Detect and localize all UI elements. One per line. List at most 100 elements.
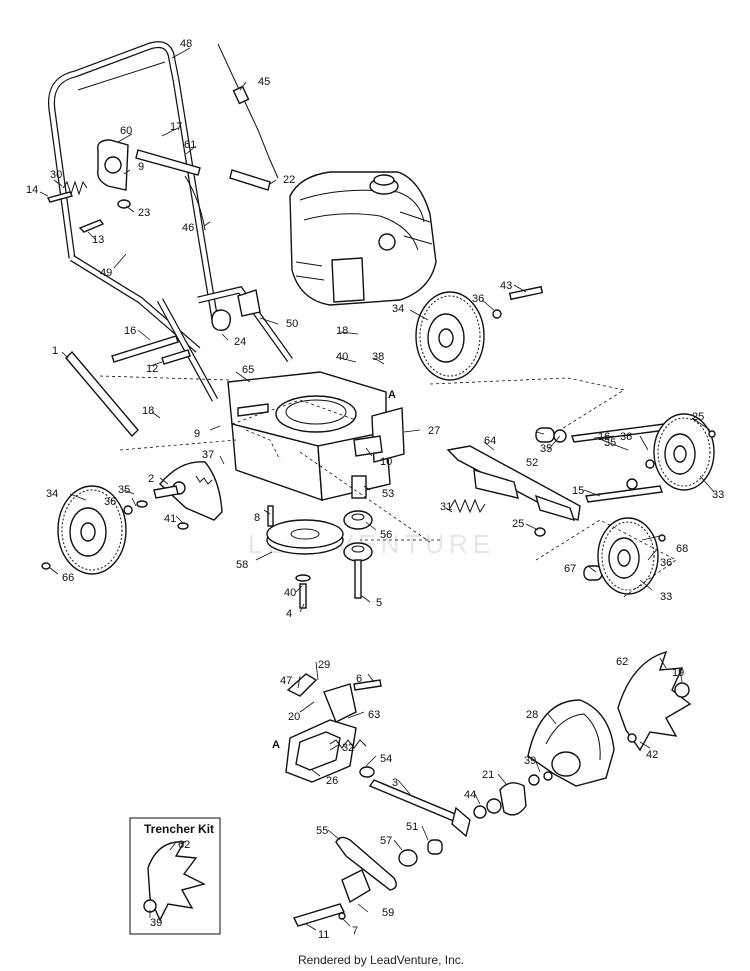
section-marker-a-upper: A xyxy=(388,389,396,401)
drive-pulleys xyxy=(177,475,373,609)
callout-30: 30 xyxy=(50,169,62,181)
callout-22: 22 xyxy=(283,174,295,186)
callout-62: 62 xyxy=(178,839,190,851)
callout-32: 32 xyxy=(342,742,354,754)
callout-48: 48 xyxy=(180,38,192,50)
callout-56: 56 xyxy=(380,529,392,541)
callout-9: 9 xyxy=(194,428,200,440)
bolt-12 xyxy=(161,349,191,365)
callout-67: 67 xyxy=(564,563,576,575)
callout-63: 63 xyxy=(368,709,380,721)
handle-assembly xyxy=(46,41,293,402)
callout-46: 46 xyxy=(182,222,194,234)
callout-24: 24 xyxy=(234,336,246,348)
callout-17: 17 xyxy=(170,121,182,133)
callout-68: 68 xyxy=(676,543,688,555)
callout-8: 8 xyxy=(254,512,260,524)
callout-44: 44 xyxy=(464,789,476,801)
callout-50: 50 xyxy=(286,318,298,330)
leader-lines xyxy=(39,47,715,931)
wheel-33-front xyxy=(535,517,677,599)
callout-60: 60 xyxy=(120,125,132,137)
callout-40: 40 xyxy=(336,351,348,363)
callout-39: 39 xyxy=(524,755,536,767)
callout-4: 4 xyxy=(286,608,292,620)
callout-58: 58 xyxy=(236,559,248,571)
callout-23: 23 xyxy=(138,207,150,219)
credit-line: Rendered by LeadVenture, Inc. xyxy=(298,953,464,967)
throttle-cable xyxy=(217,43,279,191)
callout-12: 12 xyxy=(146,363,158,375)
callout-35: 35 xyxy=(604,437,616,449)
deck xyxy=(227,371,405,502)
callout-39: 39 xyxy=(150,917,162,929)
trencher-kit-inset xyxy=(129,817,221,935)
callout-25: 25 xyxy=(692,411,704,423)
callout-65: 65 xyxy=(242,364,254,376)
callout-36: 36 xyxy=(660,557,672,569)
callout-64: 64 xyxy=(484,435,496,447)
callout-33: 33 xyxy=(660,591,672,603)
callout-42: 42 xyxy=(646,749,658,761)
callout-21: 21 xyxy=(482,769,494,781)
callout-19: 19 xyxy=(672,667,684,679)
callout-37: 37 xyxy=(202,449,214,461)
callout-51: 51 xyxy=(406,821,418,833)
callout-35: 35 xyxy=(118,484,130,496)
callout-18: 18 xyxy=(336,325,348,337)
callout-34: 34 xyxy=(392,303,404,315)
trencher-kit-title: Trencher Kit xyxy=(144,822,214,836)
callout-20: 20 xyxy=(288,711,300,723)
callout-52: 52 xyxy=(526,457,538,469)
callout-13: 13 xyxy=(92,234,104,246)
callout-61: 61 xyxy=(184,139,196,151)
callout-38: 38 xyxy=(372,351,384,363)
section-marker-a-lower: A xyxy=(272,739,280,751)
callout-43: 43 xyxy=(500,280,512,292)
callout-49: 49 xyxy=(100,267,112,279)
callout-36: 36 xyxy=(104,496,116,508)
callout-27: 27 xyxy=(428,425,440,437)
rod-1 xyxy=(65,350,139,438)
callout-33: 33 xyxy=(712,489,724,501)
rod-16 xyxy=(111,335,179,363)
callout-31: 31 xyxy=(440,501,452,513)
rear-axle-assembly xyxy=(429,377,667,581)
callout-14: 14 xyxy=(26,184,38,196)
callout-10: 10 xyxy=(380,456,392,468)
callout-18: 18 xyxy=(142,405,154,417)
callout-3: 3 xyxy=(392,777,398,789)
callout-66: 66 xyxy=(62,572,74,584)
callout-36: 36 xyxy=(472,293,484,305)
callout-54: 54 xyxy=(380,753,392,765)
callout-55: 55 xyxy=(316,825,328,837)
callout-41: 41 xyxy=(164,513,176,525)
callout-6: 6 xyxy=(356,673,362,685)
callout-16: 16 xyxy=(124,325,136,337)
callout-2: 2 xyxy=(148,473,154,485)
wheel-34-top xyxy=(415,285,544,381)
callout-62: 62 xyxy=(616,656,628,668)
callout-35: 35 xyxy=(540,443,552,455)
callout-1: 1 xyxy=(52,345,58,357)
callout-5: 5 xyxy=(376,597,382,609)
callout-26: 26 xyxy=(326,775,338,787)
callout-16: 16 xyxy=(598,431,610,443)
callout-7: 7 xyxy=(352,925,358,937)
callout-40: 40 xyxy=(284,587,296,599)
callout-labels: 48 45 60 17 61 9 30 14 23 22 13 46 49 43… xyxy=(26,38,724,941)
wheel-34-left xyxy=(41,485,148,575)
callout-59: 59 xyxy=(382,907,394,919)
callout-9: 9 xyxy=(138,161,144,173)
callout-29: 29 xyxy=(318,659,330,671)
callout-28: 28 xyxy=(526,709,538,721)
callout-57: 57 xyxy=(380,835,392,847)
callout-15: 15 xyxy=(572,485,584,497)
callout-45: 45 xyxy=(258,76,270,88)
callout-53: 53 xyxy=(382,488,394,500)
engine xyxy=(289,171,437,306)
callout-36: 36 xyxy=(620,431,632,443)
callout-34: 34 xyxy=(46,488,58,500)
left-axle-plate xyxy=(153,461,223,521)
